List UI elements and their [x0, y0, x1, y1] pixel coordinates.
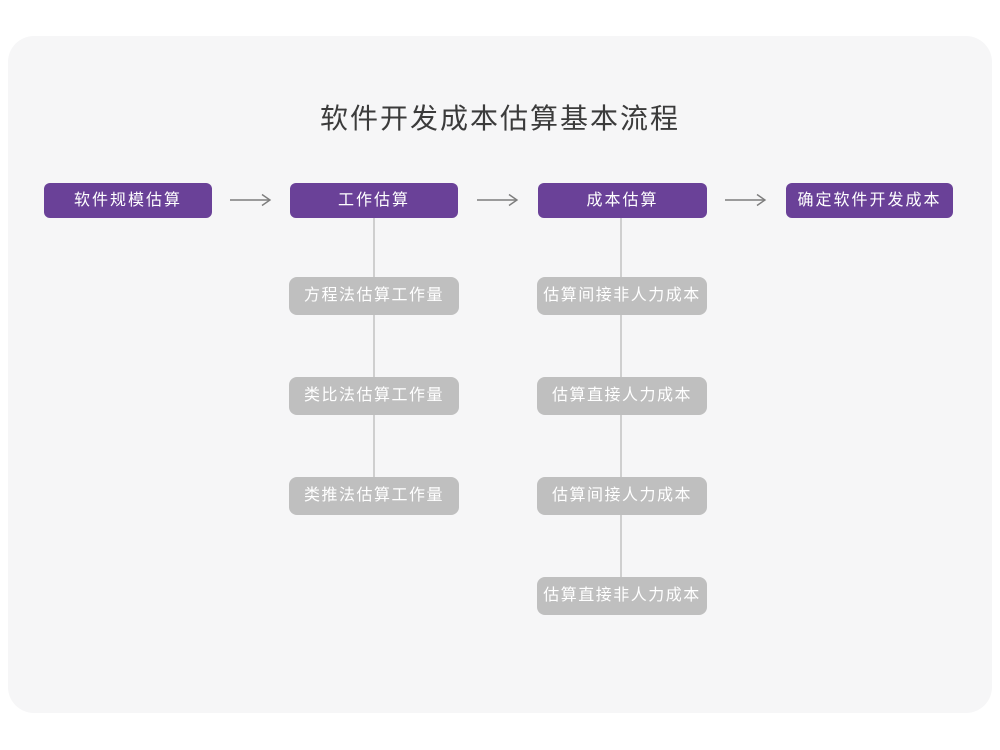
substep-box-direct-labor-cost: 估算直接人力成本 — [537, 377, 707, 415]
substep-box-indirect-nonlabor-cost: 估算间接非人力成本 — [537, 277, 707, 315]
diagram-card — [8, 36, 992, 713]
diagram-title: 软件开发成本估算基本流程 — [319, 103, 680, 134]
connector-line-work-estimation — [373, 218, 375, 496]
stage-box-determine-dev-cost: 确定软件开发成本 — [786, 183, 953, 218]
substep-box-indirect-labor-cost: 估算间接人力成本 — [537, 477, 707, 515]
right-arrow-icon — [229, 193, 273, 207]
substep-box-equation-method: 方程法估算工作量 — [289, 277, 459, 315]
stage-box-work-estimation: 工作估算 — [290, 183, 458, 218]
stage-box-software-scale-estimation: 软件规模估算 — [44, 183, 212, 218]
right-arrow-icon — [476, 193, 520, 207]
substep-box-direct-nonlabor-cost: 估算直接非人力成本 — [537, 577, 707, 615]
substep-box-analogy-method: 类比法估算工作量 — [289, 377, 459, 415]
substep-box-extrapolation-method: 类推法估算工作量 — [289, 477, 459, 515]
right-arrow-icon — [724, 193, 768, 207]
stage-box-cost-estimation: 成本估算 — [538, 183, 707, 218]
